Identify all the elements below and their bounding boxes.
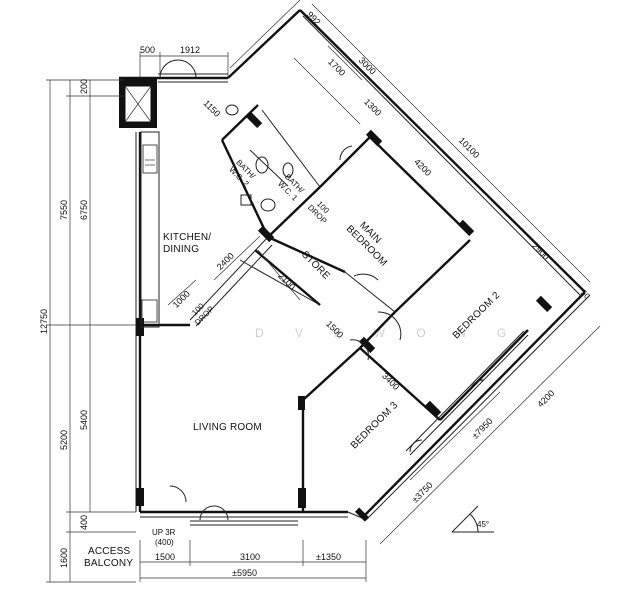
- dim-left-7550: 7550: [59, 200, 69, 220]
- lower-right-dimensions: 4200 ±7950 ±3750: [379, 325, 601, 545]
- dim-1000: 1000: [171, 289, 192, 310]
- dim-bottom-1350: ±1350: [316, 552, 341, 562]
- diagonal-dimensions: 992 1700 3000 1300 10100 4200 2900 50 11…: [202, 0, 592, 301]
- dim-1150: 1150: [202, 98, 223, 119]
- bedroom3-label: BEDROOM 3: [349, 400, 401, 452]
- dim-top-500: 500: [140, 45, 155, 55]
- left-dimensions: 12750 7550 6750 200 5200 5400 400 1600: [39, 79, 136, 583]
- stairs-label-2: (400): [155, 538, 174, 547]
- fixtures: [225, 104, 294, 212]
- angle-marker: 45°: [451, 505, 494, 533]
- angle-label: 45°: [477, 520, 489, 529]
- living-room-label: LIVING ROOM: [193, 422, 262, 433]
- dim-2900: 2900: [530, 241, 551, 262]
- watermark: D V E W O N G: [255, 326, 520, 340]
- dim-left-5400: 5400: [79, 410, 89, 430]
- dim-3400: 3400: [380, 371, 401, 392]
- dim-10100: 10100: [457, 135, 482, 160]
- dim-top-1912: 1912: [180, 45, 200, 55]
- dim-left-1600: 1600: [59, 548, 69, 568]
- kitchen-label: KITCHEN/: [163, 232, 211, 243]
- dim-4200a: 4200: [412, 157, 433, 178]
- dim-left-6750: 6750: [79, 200, 89, 220]
- store-label: STORE: [299, 249, 332, 282]
- dim-left-400: 400: [79, 515, 89, 530]
- stairs-label: UP 3R: [152, 528, 176, 537]
- dim-bottom-1500: 1500: [155, 552, 175, 562]
- access-balcony-label-2: BALCONY: [84, 558, 133, 569]
- dim-2100: 2100: [276, 271, 297, 292]
- bottom-dimensions: 1500 3100 ±1350 ±5950: [139, 540, 367, 582]
- top-dimensions: 500 1912: [139, 45, 229, 78]
- service-shaft: [119, 78, 157, 128]
- windows: [158, 15, 591, 526]
- dim-left-5200: 5200: [59, 430, 69, 450]
- room-labels: KITCHEN/ DINING MAIN BEDROOM BEDROOM 2 B…: [84, 158, 502, 569]
- dim-bottom-3100: 3100: [240, 552, 260, 562]
- kitchen-label-2: DINING: [163, 244, 199, 255]
- interior-walls: [140, 104, 529, 512]
- doors: [159, 59, 485, 521]
- dim-3750: ±3750: [410, 480, 435, 505]
- dim-1700: 1700: [326, 57, 347, 78]
- dim-bottom-5950: ±5950: [232, 568, 257, 578]
- dim-4200b: 4200: [535, 388, 556, 409]
- dim-left-total: 12750: [39, 309, 49, 334]
- dim-50: 50: [579, 288, 592, 301]
- dim-1300: 1300: [362, 97, 383, 118]
- kitchen-counter: [140, 131, 160, 328]
- dim-left-200: 200: [79, 79, 89, 94]
- access-balcony-label: ACCESS: [88, 546, 130, 557]
- dim-7950: ±7950: [470, 416, 495, 441]
- columns: [136, 111, 553, 522]
